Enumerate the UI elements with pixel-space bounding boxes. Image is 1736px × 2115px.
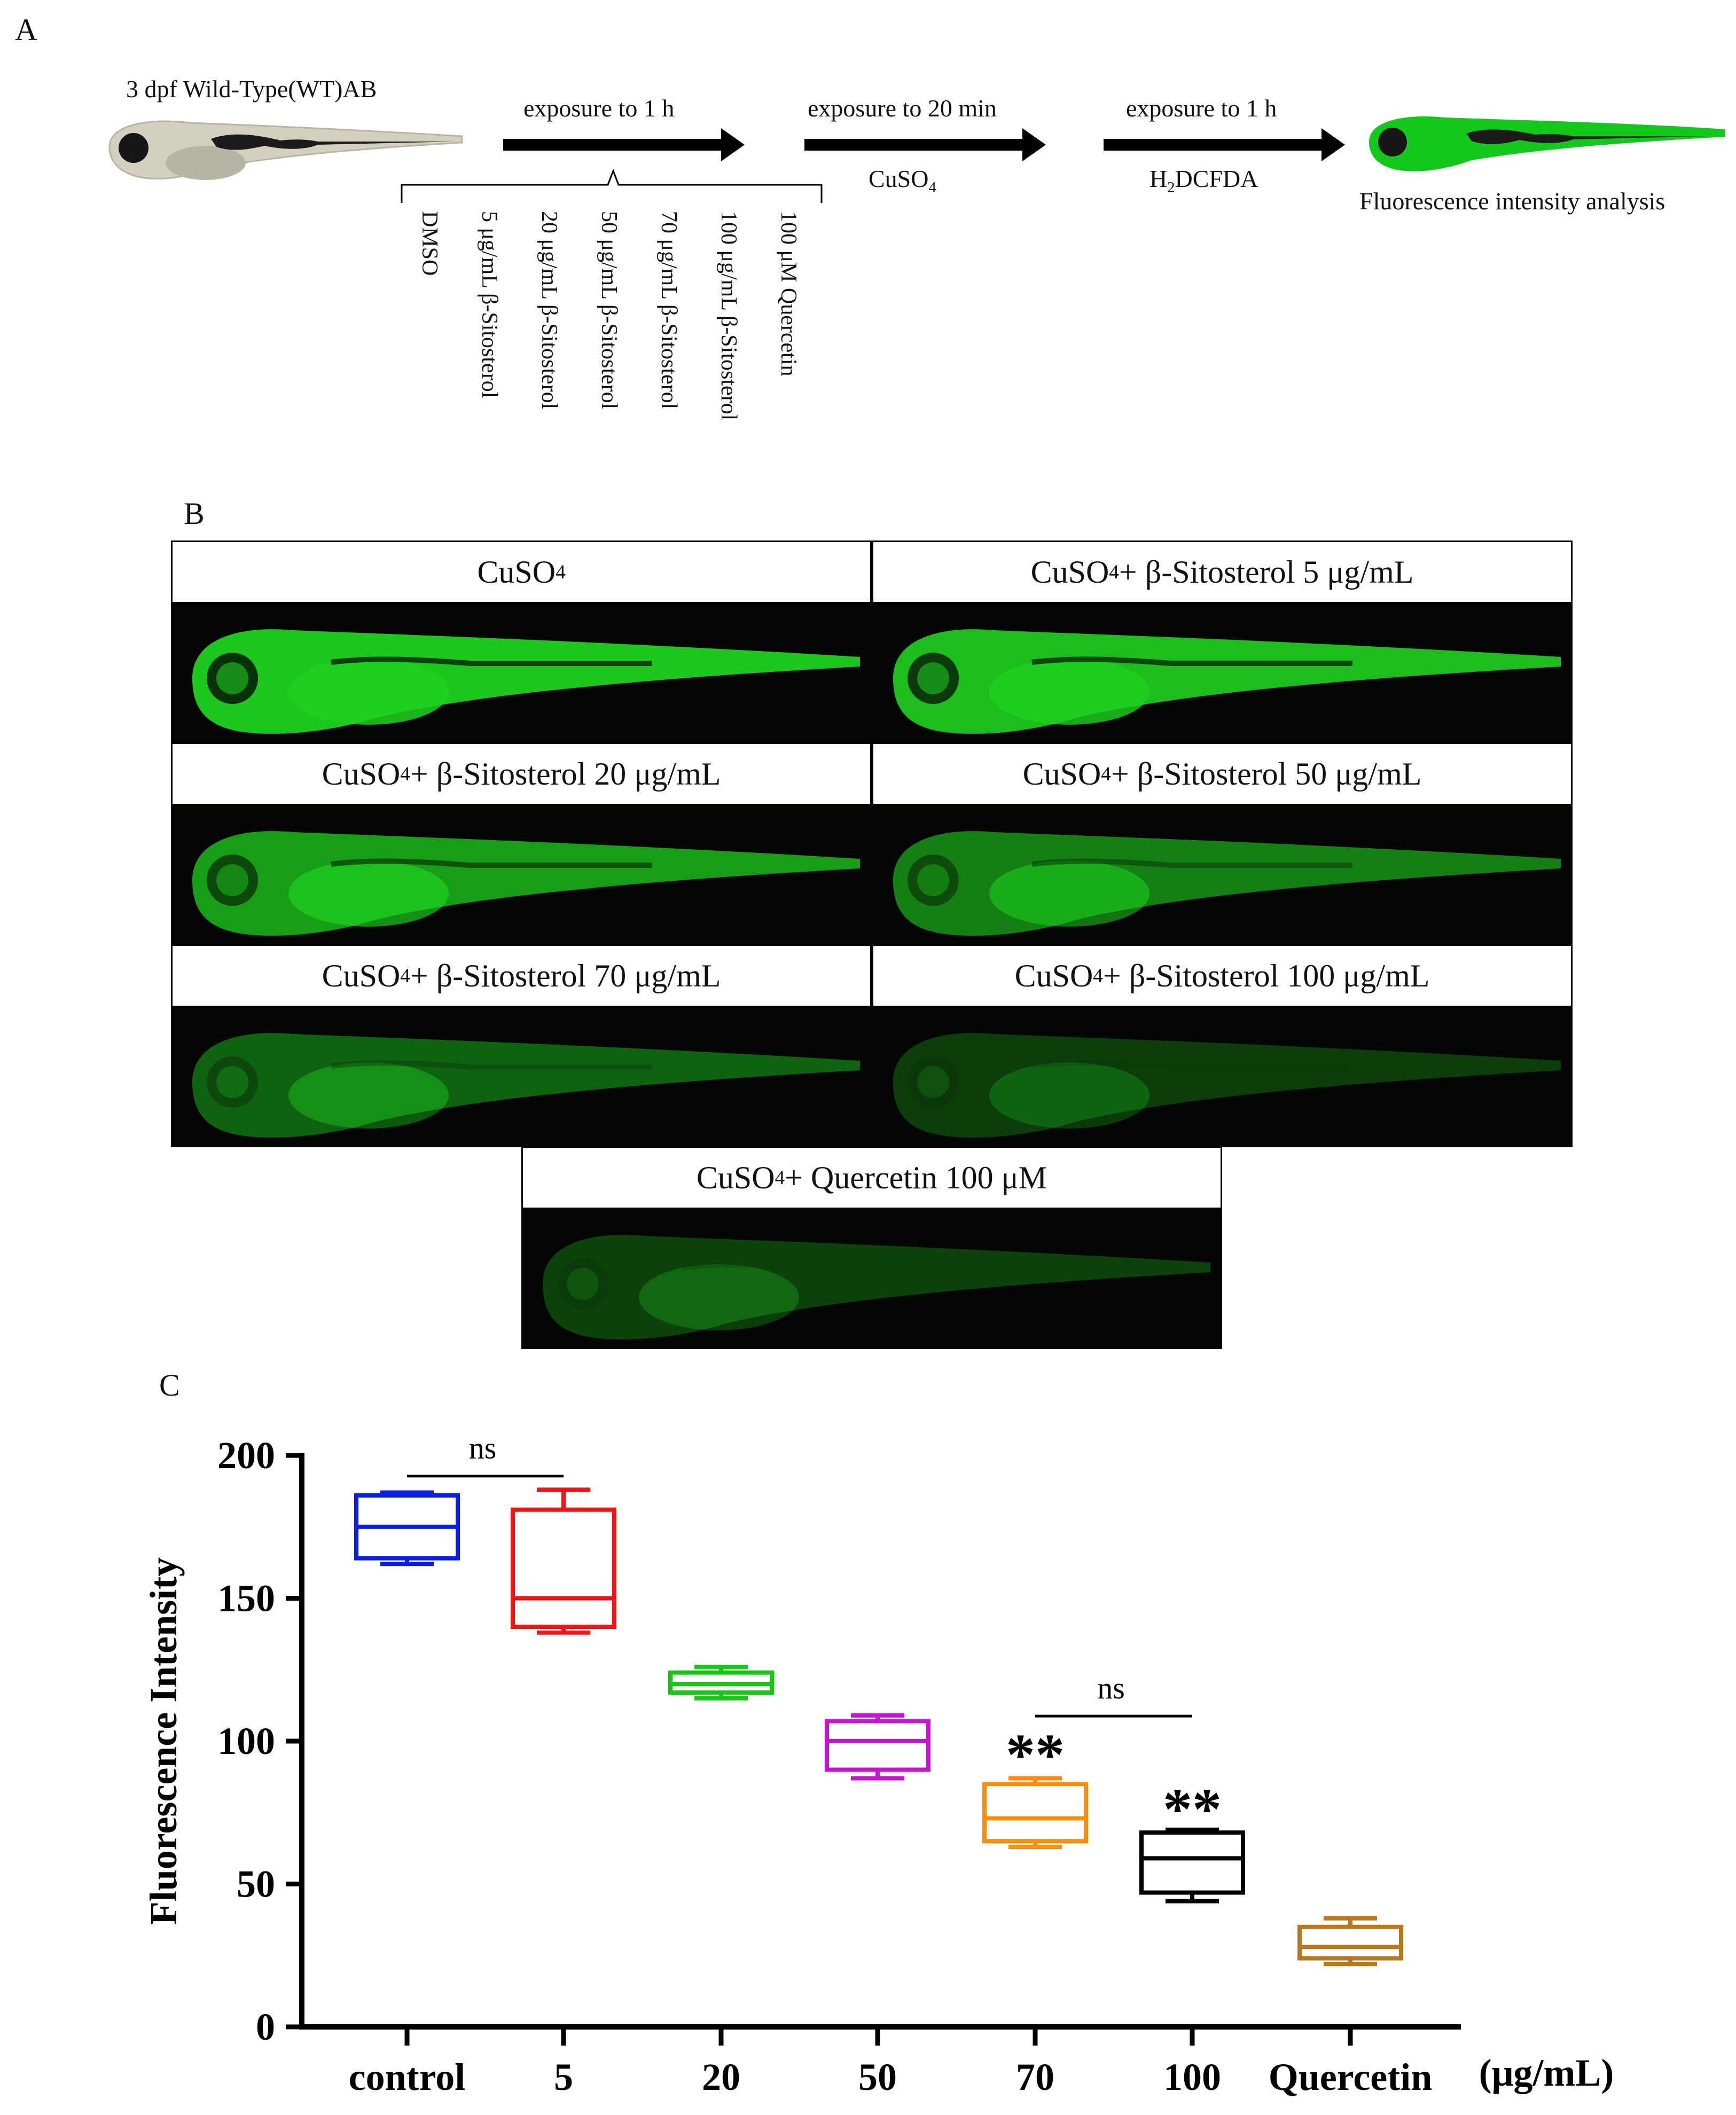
box-100 xyxy=(1139,1830,1245,1895)
x-tick-label: control xyxy=(349,2056,466,2098)
x-tick-label: 100 xyxy=(1163,2056,1221,2098)
step-3-reagent: H2DCFDA xyxy=(1149,165,1258,197)
x-tick-label: Quercetin xyxy=(1269,2056,1433,2098)
fluorescent-fish-illustration xyxy=(1369,116,1725,171)
x-unit-label: (μg/mL) xyxy=(1479,2051,1614,2094)
x-tick-label: 5 xyxy=(554,2056,573,2098)
group-label: DMSO xyxy=(417,211,442,276)
group-label: 70 μg/mL β-Sitosterol xyxy=(656,211,681,410)
box-5 xyxy=(511,1507,616,1629)
x-tick-label: 20 xyxy=(702,2056,740,2098)
fluorescence-image xyxy=(171,805,872,945)
fish-label: 3 dpf Wild-Type(WT)AB xyxy=(126,75,377,103)
fluorescence-image xyxy=(872,805,1573,945)
step-3-label: exposure to 1 h xyxy=(1126,95,1277,122)
group-label: 50 μg/mL β-Sitosterol xyxy=(597,211,621,410)
step-1-arrow xyxy=(503,128,745,161)
step-2-label: exposure to 20 min xyxy=(808,95,997,122)
group-label: 5 μg/mL β-Sitosterol xyxy=(477,211,502,398)
significance-stars: ** xyxy=(1163,1776,1222,1842)
step-2-reagent: CuSO4 xyxy=(869,165,936,197)
wild-type-fish-illustration xyxy=(108,120,463,180)
group-label: 100 μg/mL β-Sitosterol xyxy=(716,211,741,421)
y-tick-label: 200 xyxy=(217,1434,275,1477)
group-label: 100 μM Quercetin xyxy=(776,211,801,377)
panel-a-letter: A xyxy=(15,12,37,47)
panel-b-letter: B xyxy=(184,496,205,531)
box-Quercetin xyxy=(1297,1924,1403,1961)
step-3-arrow xyxy=(1104,128,1345,161)
result-label: Fluorescence intensity analysis xyxy=(1359,187,1665,215)
group-bracket xyxy=(401,168,823,203)
significance-label: ns xyxy=(469,1431,497,1466)
fluorescence-image xyxy=(521,1209,1222,1349)
fluorescence-image xyxy=(872,604,1573,743)
y-tick-label: 0 xyxy=(256,2006,275,2048)
significance-stars: ** xyxy=(1006,1722,1065,1787)
group-list: DMSO 5 μg/mL β-Sitosterol 20 μg/mL β-Sit… xyxy=(417,211,951,531)
y-axis-title: Fluorescence Intensity xyxy=(142,1557,185,1925)
fluorescence-image xyxy=(171,1007,872,1147)
fluorescence-image xyxy=(872,1007,1573,1147)
x-tick-label: 50 xyxy=(858,2056,897,2098)
step-2-arrow xyxy=(804,128,1046,161)
step-1-label: exposure to 1 h xyxy=(523,95,675,122)
fluorescence-image xyxy=(171,604,872,743)
panel-c-letter: C xyxy=(159,1368,180,1403)
x-tick-label: 70 xyxy=(1016,2056,1054,2098)
y-tick-label: 50 xyxy=(237,1863,275,1906)
box-70 xyxy=(982,1782,1088,1844)
y-tick-label: 150 xyxy=(217,1577,275,1620)
y-tick-label: 100 xyxy=(217,1720,275,1762)
box-50 xyxy=(825,1719,930,1772)
group-label: 20 μg/mL β-Sitosterol xyxy=(537,211,561,410)
significance-label: ns xyxy=(1097,1671,1125,1705)
